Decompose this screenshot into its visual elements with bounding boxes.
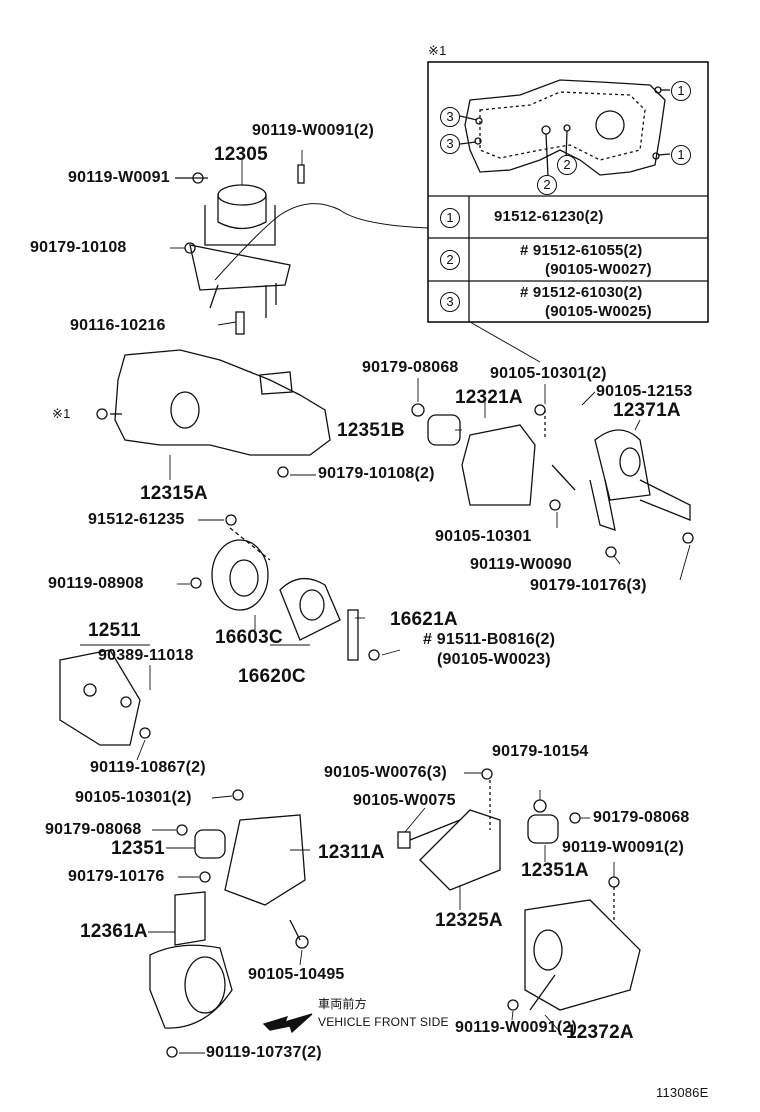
bracket-12315A	[96, 349, 331, 478]
part-label: 90105-12153	[596, 383, 693, 400]
part-label: 12361A	[80, 921, 148, 942]
part-label: 90179-10108	[30, 239, 127, 256]
front-note-en: VEHICLE FRONT SIDE	[318, 1015, 449, 1029]
inset-frame	[427, 61, 709, 323]
mount-12372A	[507, 799, 641, 1011]
table-part-2-alt: (90105-W0027)	[545, 261, 652, 278]
part-label: 90105-W0076(3)	[324, 764, 447, 781]
part-label: 12371A	[613, 400, 681, 421]
part-label: 90105-10301(2)	[490, 365, 607, 382]
part-label: 12325A	[435, 910, 503, 931]
part-label: 90119-10867(2)	[90, 759, 206, 776]
part-label: 90179-08068	[593, 809, 690, 826]
bracket-12321A	[411, 403, 576, 511]
inset-callout-1b: 1	[671, 145, 691, 165]
part-label: 90179-08068	[45, 821, 142, 838]
part-label: 90116-10216	[70, 317, 166, 334]
part-label: 90105-10495	[248, 966, 345, 983]
inset-callout-1a: 1	[671, 81, 691, 101]
part-label: 12351A	[521, 860, 589, 881]
figure-id: 113086E	[656, 1085, 709, 1100]
part-label: 90179-10176(3)	[530, 577, 647, 594]
inset-callout-3b: 3	[440, 134, 460, 154]
part-label: 12305	[214, 144, 268, 165]
part-label: 12321A	[455, 387, 523, 408]
part-label: 90119-W0091(2)	[252, 122, 374, 139]
part-label: 12315A	[140, 483, 208, 504]
inset-callout-2a: 2	[557, 155, 577, 175]
part-label: ※1	[52, 406, 71, 421]
part-label: 12311A	[318, 842, 385, 863]
part-label: # 91511-B0816(2)	[423, 631, 556, 648]
mount-12371A	[589, 429, 694, 558]
part-label: 90119-W0090	[470, 556, 572, 573]
part-label: 90179-10108(2)	[318, 465, 435, 482]
bracket-12311A	[176, 789, 309, 949]
part-label: 90119-W0091(2)	[562, 839, 684, 856]
part-label: 12511	[88, 620, 141, 641]
inset-callout-2b: 2	[537, 175, 557, 195]
part-label: 16621A	[390, 609, 458, 630]
front-note-jp: 車両前方	[318, 997, 367, 1011]
inset-ref-mark: ※1	[428, 43, 447, 58]
part-label: 16603C	[215, 627, 283, 648]
table-part-3-alt: (90105-W0025)	[545, 303, 652, 320]
part-label: 90179-10154	[492, 743, 589, 760]
part-label: 12372A	[566, 1022, 634, 1043]
damper-16603C	[190, 514, 380, 661]
inset-bracket-drawing	[459, 79, 671, 177]
part-label: 90105-10301(2)	[75, 789, 192, 806]
bracket-12325A	[397, 768, 501, 891]
part-label: 12351	[111, 838, 165, 859]
part-label: 90389-11018	[98, 647, 194, 664]
mount-12305	[175, 164, 305, 335]
part-label: 12351B	[337, 420, 405, 441]
part-label: 90179-08068	[362, 359, 459, 376]
part-label: 90105-10301	[435, 528, 532, 545]
part-label: (90105-W0023)	[437, 651, 551, 668]
part-label: 91512-61235	[88, 511, 185, 528]
table-part-2: # 91512-61055(2)	[520, 242, 643, 259]
table-part-3: # 91512-61030(2)	[520, 284, 643, 301]
mount-12361A	[149, 891, 233, 1058]
bracket-12511	[59, 649, 151, 746]
part-label: 90119-W0091	[68, 169, 170, 186]
table-key-1: 1	[440, 208, 460, 228]
part-label: 90119-08908	[48, 575, 144, 592]
part-label: 90119-W0091(2)	[455, 1019, 577, 1036]
leader-lines	[80, 150, 691, 1054]
front-direction-arrow	[262, 1013, 313, 1034]
table-key-2: 2	[440, 250, 460, 270]
part-label: 90119-10737(2)	[206, 1044, 322, 1061]
table-part-1: 91512-61230(2)	[494, 208, 604, 225]
part-label: 90179-10176	[68, 868, 165, 885]
table-key-3: 3	[440, 292, 460, 312]
part-label: 90105-W0075	[353, 792, 456, 809]
part-label: 16620C	[238, 666, 306, 687]
inset-callout-3a: 3	[440, 107, 460, 127]
